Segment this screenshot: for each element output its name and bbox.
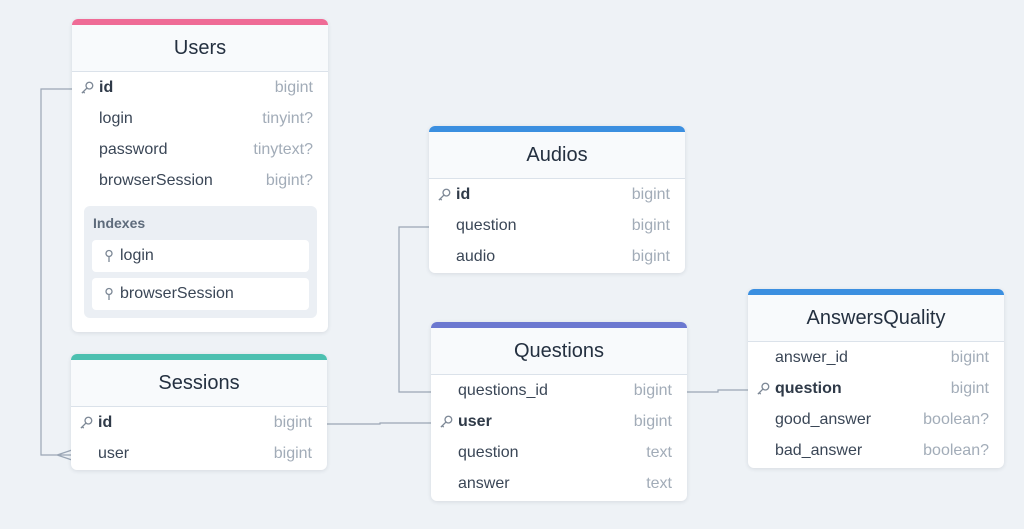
field-type: bigint [273, 414, 312, 431]
field-name: id [99, 79, 114, 96]
table-color-bar [429, 126, 685, 132]
edge-audios-questions [398, 226, 432, 393]
field-row[interactable]: user bigint [71, 438, 327, 469]
field-type: bigint [273, 445, 312, 462]
field-row[interactable]: good_answer boolean? [748, 404, 1004, 435]
field-name: id [456, 186, 471, 203]
field-row[interactable]: browserSession bigint? [72, 165, 328, 196]
index-item[interactable]: login [92, 240, 309, 272]
table-title: Sessions [71, 360, 327, 407]
field-row[interactable]: answer_id bigint [748, 342, 1004, 373]
field-name: answer [458, 475, 510, 492]
field-row[interactable]: id bigint [72, 72, 328, 103]
field-type: bigint [950, 349, 989, 366]
key-icon [438, 188, 451, 201]
table-audios[interactable]: Audios id bigint question bigint audio b… [429, 126, 685, 273]
table-title: Audios [429, 132, 685, 179]
field-row[interactable]: questions_id bigint [431, 375, 687, 406]
table-sessions[interactable]: Sessions id bigint user bigint [71, 354, 327, 470]
field-type: boolean? [923, 442, 989, 459]
field-row[interactable]: id bigint [71, 407, 327, 438]
field-row[interactable]: login tinyint? [72, 103, 328, 134]
table-title: AnswersQuality [748, 295, 1004, 342]
field-name: question [775, 380, 842, 397]
field-type: bigint [631, 217, 670, 234]
index-label: browserSession [120, 285, 234, 302]
field-name: audio [456, 248, 496, 265]
field-row[interactable]: password tinytext? [72, 134, 328, 165]
field-type: boolean? [923, 411, 989, 428]
edge-users-sessions [40, 88, 73, 461]
table-users[interactable]: Users id bigint login tinyint? password … [72, 19, 328, 332]
table-color-bar [431, 322, 687, 328]
pin-icon [105, 287, 113, 300]
field-name: questions_id [458, 382, 548, 399]
field-type: bigint [631, 248, 670, 265]
field-row[interactable]: question bigint [429, 210, 685, 241]
field-name: question [456, 217, 517, 234]
field-row[interactable]: id bigint [429, 179, 685, 210]
field-type: tinyint? [262, 110, 313, 127]
field-type: text [646, 444, 672, 461]
table-color-bar [748, 289, 1004, 295]
field-name: question [458, 444, 519, 461]
table-title: Users [72, 25, 328, 72]
field-type: bigint [274, 79, 313, 96]
indexes-panel: Indexes login browserSession [84, 206, 317, 318]
field-type: tinytext? [253, 141, 313, 158]
field-row[interactable]: bad_answer boolean? [748, 435, 1004, 466]
field-name: login [99, 110, 133, 127]
key-icon [81, 81, 94, 94]
table-color-bar [72, 19, 328, 25]
indexes-heading: Indexes [93, 215, 146, 231]
field-type: bigint [633, 382, 672, 399]
field-type: text [646, 475, 672, 492]
field-row[interactable]: audio bigint [429, 241, 685, 272]
field-name: good_answer [775, 411, 872, 428]
pin-icon [105, 249, 113, 262]
field-name: id [98, 414, 113, 431]
edge-sessions-questions [327, 422, 431, 425]
table-answersquality[interactable]: AnswersQuality answer_id bigint question… [748, 289, 1004, 468]
edge-questions-answersquality [687, 389, 749, 393]
field-type: bigint? [265, 172, 313, 189]
table-questions[interactable]: Questions questions_id bigint user bigin… [431, 322, 687, 501]
field-type: bigint [633, 413, 672, 430]
table-color-bar [71, 354, 327, 360]
field-row[interactable]: user bigint [431, 406, 687, 437]
table-title: Questions [431, 328, 687, 375]
field-type: bigint [950, 380, 989, 397]
field-name: browserSession [99, 172, 213, 189]
field-name: user [98, 445, 130, 462]
field-type: bigint [631, 186, 670, 203]
field-row[interactable]: answer text [431, 468, 687, 499]
index-label: login [120, 247, 154, 264]
key-icon [80, 416, 93, 429]
field-row[interactable]: question text [431, 437, 687, 468]
key-icon [757, 382, 770, 395]
field-name: answer_id [775, 349, 848, 366]
field-name: password [99, 141, 168, 158]
field-name: user [458, 413, 492, 430]
field-name: bad_answer [775, 442, 863, 459]
index-item[interactable]: browserSession [92, 278, 309, 310]
field-row[interactable]: question bigint [748, 373, 1004, 404]
key-icon [440, 415, 453, 428]
